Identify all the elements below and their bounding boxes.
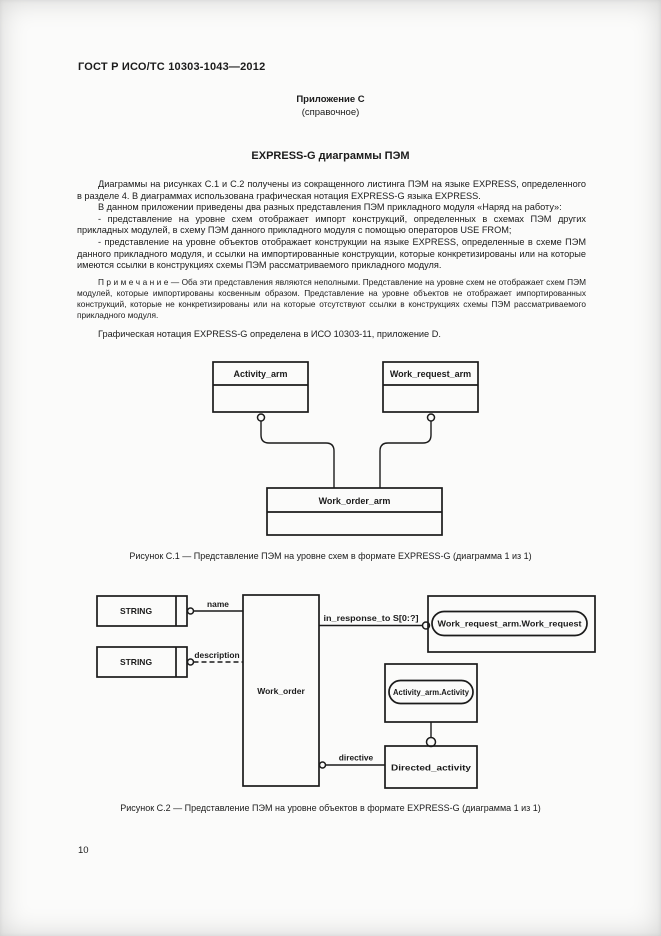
reference-oval-activity: [388, 679, 474, 705]
attribute-label-in-response-to: in_response_to S[0:?]: [324, 613, 419, 623]
attribute-circle-description: [186, 658, 195, 666]
schema-box-work-request-arm: [382, 361, 479, 413]
reference-label-activity: Activity_arm.Activity: [393, 687, 469, 697]
section-title: EXPRESS-G диаграммы ПЭМ: [251, 150, 410, 162]
entity-box-work-order: [242, 594, 320, 787]
entity-label-directed-activity: Directed_activity: [391, 763, 471, 773]
entity-box-directed-activity: [384, 745, 478, 789]
attribute-label-name: name: [207, 599, 229, 609]
type-label-string-description: STRING: [120, 657, 153, 667]
figure-c1-caption: Рисунок С.1 — Представление ПЭМ на уровн…: [129, 551, 532, 561]
reference-circle-right: [426, 413, 436, 422]
figure-c2-diagram: STRING name STRING description Work_orde…: [96, 594, 596, 789]
bullet-entity-level: - представление на уровне объектов отобр…: [77, 236, 586, 271]
paragraph-intro: Диаграммы на рисунках С.1 и С.2 получены…: [77, 179, 586, 201]
note-paragraph: П р и м е ч а н и е — Оба эти представле…: [77, 276, 586, 320]
reference-label-work-request: Work_request_arm.Work_request: [438, 619, 582, 629]
body-text: Диаграммы на рисунках С.1 и С.2 получены…: [77, 179, 586, 340]
annex-label: Приложение С: [296, 94, 365, 105]
reference-oval-work-request: [431, 610, 588, 637]
attribute-label-description: description: [194, 650, 239, 660]
reference-circle-left: [256, 413, 266, 422]
figure-c1-diagram: Activity_arm Work_request_arm Work_order…: [212, 361, 479, 536]
use-from-connector-left: [260, 421, 335, 488]
paragraph-notation-ref: Графическая нотация EXPRESS-G определена…: [98, 328, 441, 339]
figure-c2-caption: Рисунок С.2 — Представление ПЭМ на уровн…: [120, 803, 541, 813]
schema-label-activity-arm: Activity_arm: [233, 369, 287, 379]
schema-label-work-request-arm: Work_request_arm: [390, 369, 471, 379]
bullet-schema-level: - представление на уровне схем отображае…: [77, 213, 586, 236]
entity-label-work-order: Work_order: [257, 686, 305, 696]
paragraph-two-views: В данном приложении приведены два разных…: [98, 202, 562, 213]
reference-frame-work-request: [427, 595, 596, 653]
type-label-string-name: STRING: [120, 606, 153, 616]
attribute-circle-name: [186, 607, 195, 615]
attribute-circle-directive: [318, 761, 327, 769]
page-number: 10: [78, 845, 89, 856]
schema-box-activity-arm: [212, 361, 309, 413]
attribute-label-directive: directive: [339, 753, 374, 763]
standard-designation: ГОСТ Р ИСО/ТС 10303-1043—2012: [78, 61, 266, 73]
schema-label-work-order-arm: Work_order_arm: [319, 496, 391, 506]
use-from-connector-right: [379, 421, 432, 488]
annex-kind: (справочное): [301, 107, 360, 118]
